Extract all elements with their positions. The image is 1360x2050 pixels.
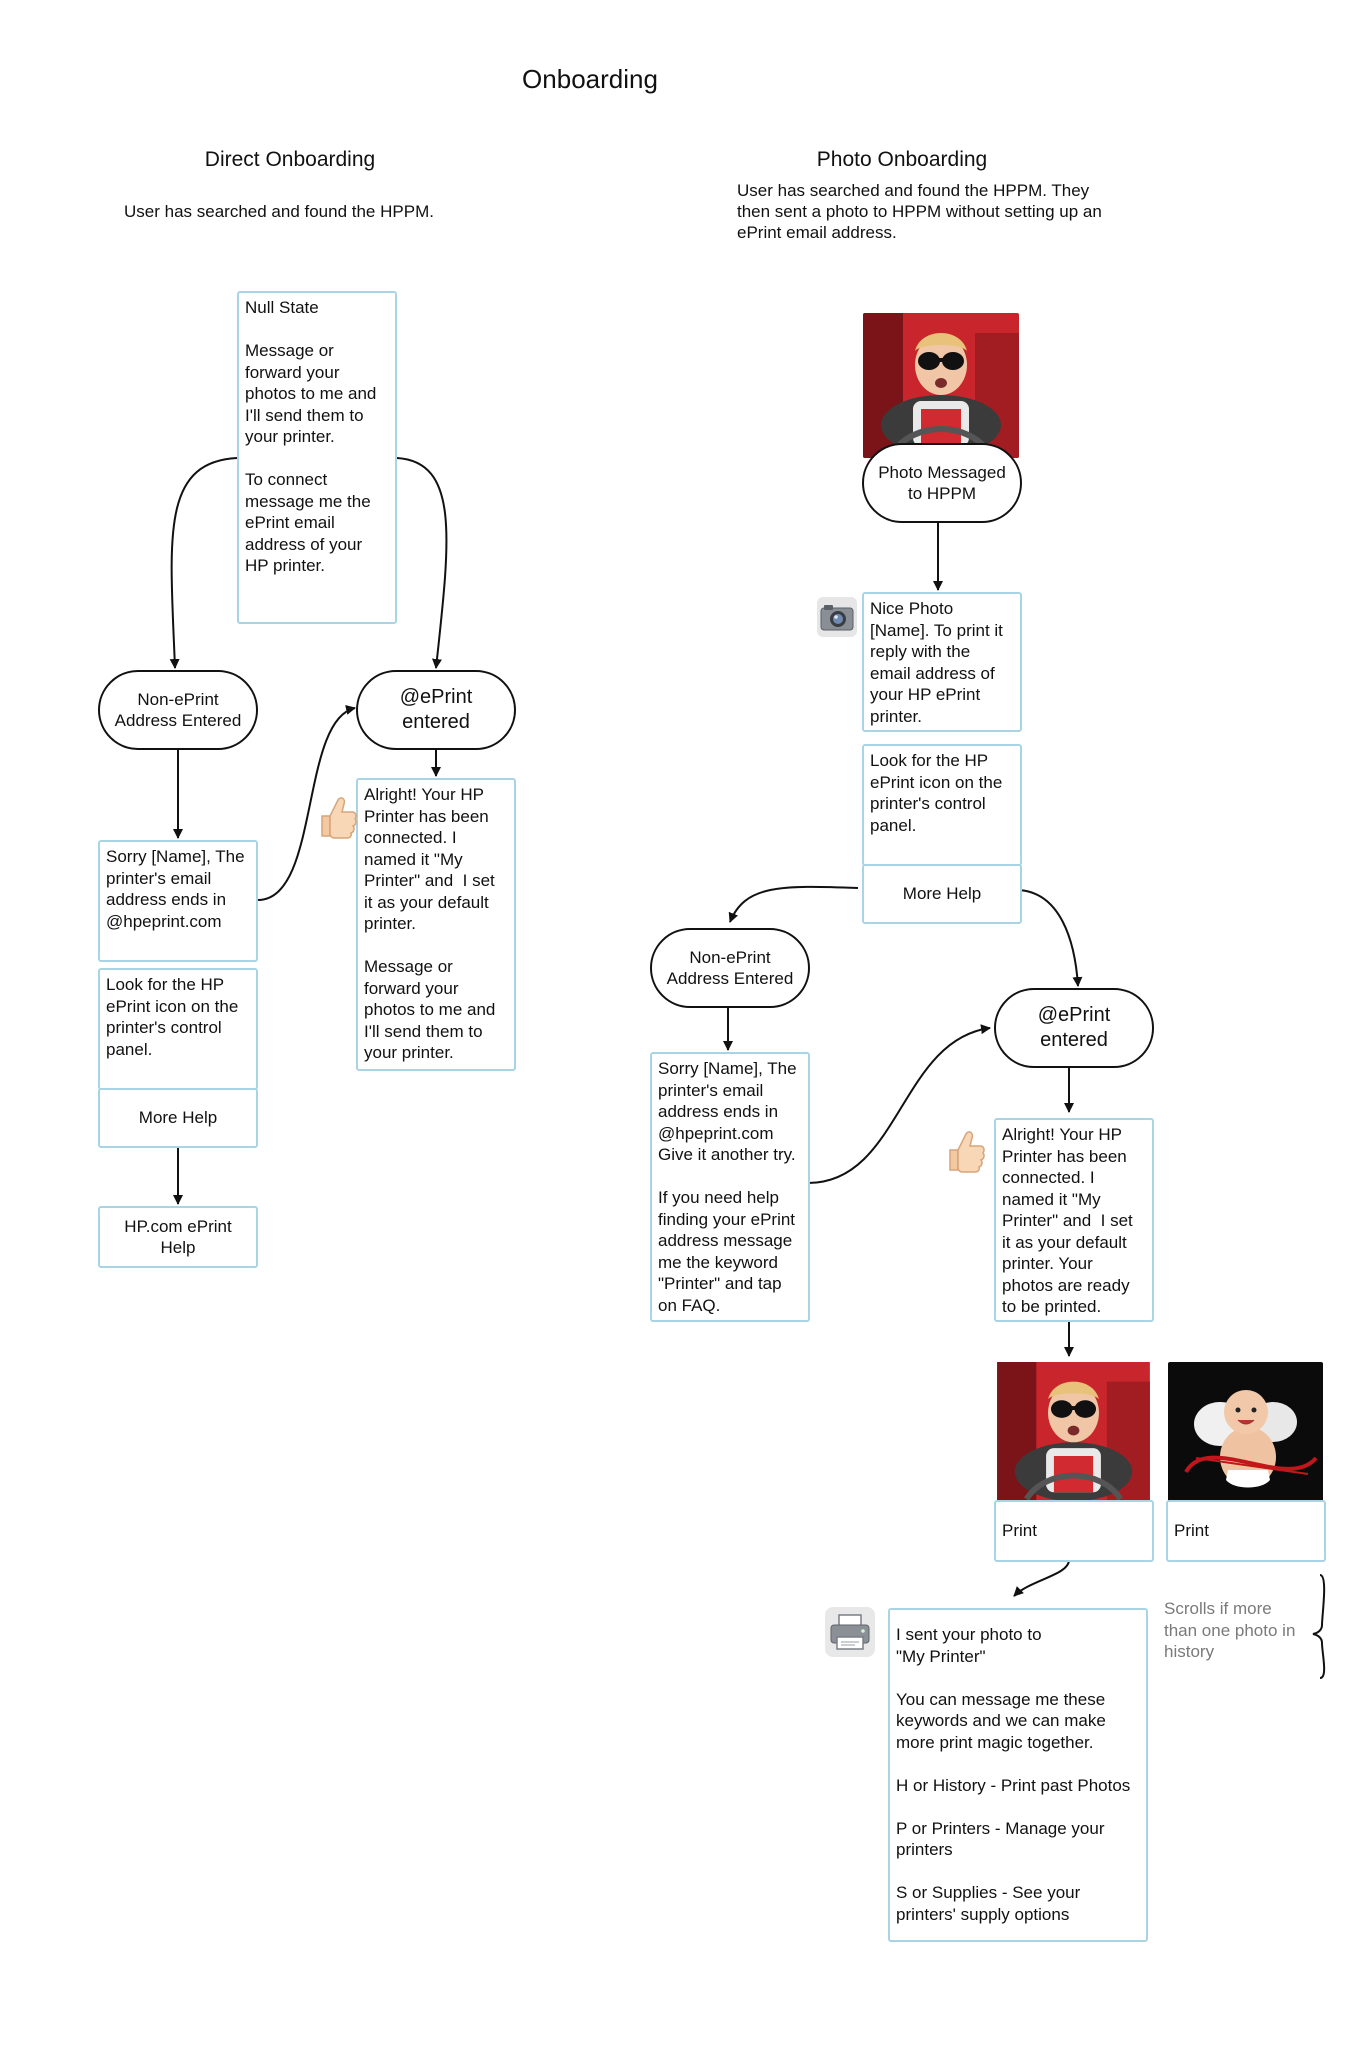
photo-sent-message: I sent your photo to "My Printer" You ca… xyxy=(888,1608,1148,1942)
child-goggles-photo xyxy=(863,313,1019,458)
printer-icon xyxy=(824,1606,876,1658)
page-title: Onboarding xyxy=(522,64,658,94)
direct-hp-ePrint-help-link[interactable]: HP.com ePrint Help xyxy=(98,1206,258,1268)
arrow-null-to-eprint xyxy=(396,457,448,669)
direct-connected-message: Alright! Your HP Printer has been connec… xyxy=(356,778,516,1071)
photo-non-eprint-node: Non-ePrint Address Entered xyxy=(650,928,810,1008)
photo-onboarding-title: Photo Onboarding xyxy=(816,148,988,171)
arrow-help-to-eprint xyxy=(1017,889,1083,987)
scroll-brace xyxy=(1312,1574,1326,1679)
photo-connected-message: Alright! Your HP Printer has been connec… xyxy=(994,1118,1154,1322)
direct-eprint-entered-node: @ePrint entered xyxy=(356,670,516,750)
thumbs-up-icon xyxy=(316,794,358,840)
photo-messaged-node: Photo Messaged to HPPM xyxy=(862,443,1022,523)
photo-look-for-icon-message: Look for the HP ePrint icon on the print… xyxy=(862,744,1022,866)
direct-onboarding-description: User has searched and found the HPPM. xyxy=(124,202,434,221)
printable-photo-2[interactable] xyxy=(1168,1362,1323,1504)
print-button-1-label: Print xyxy=(1002,1521,1037,1541)
arrow-print-to-sent xyxy=(1013,1559,1070,1597)
print-button-1[interactable]: Print xyxy=(994,1500,1154,1562)
arrow-null-to-non-eprint xyxy=(169,457,238,669)
direct-non-eprint-node: Non-ePrint Address Entered xyxy=(98,670,258,750)
direct-more-help-button[interactable]: More Help xyxy=(98,1088,258,1148)
photo-sorry-message: Sorry [Name], The printer's email addres… xyxy=(650,1052,810,1322)
printable-photo-1[interactable] xyxy=(995,1362,1152,1504)
arrow-help-to-non-eprint xyxy=(728,885,859,923)
photo-more-help-button[interactable]: More Help xyxy=(862,864,1022,924)
direct-look-for-icon-message: Look for the HP ePrint icon on the print… xyxy=(98,968,258,1090)
arrow-sorry-to-eprint-2 xyxy=(807,1024,991,1184)
photo-eprint-entered-node: @ePrint entered xyxy=(994,988,1154,1068)
direct-sorry-message: Sorry [Name], The printer's email addres… xyxy=(98,840,258,962)
arrow-sorry-to-eprint xyxy=(257,705,356,901)
null-state-box: Null State Message or forward your photo… xyxy=(237,291,397,624)
photo-onboarding-description: User has searched and found the HPPM. Th… xyxy=(737,181,1102,242)
camera-icon xyxy=(816,596,858,638)
scroll-history-note: Scrolls if more than one photo in histor… xyxy=(1164,1599,1296,1661)
nice-photo-message: Nice Photo [Name]. To print it reply wit… xyxy=(862,592,1022,732)
print-button-2-label: Print xyxy=(1174,1521,1209,1541)
thumbs-up-icon xyxy=(944,1128,986,1174)
print-button-2[interactable]: Print xyxy=(1166,1500,1326,1562)
direct-onboarding-title: Direct Onboarding xyxy=(204,148,376,171)
